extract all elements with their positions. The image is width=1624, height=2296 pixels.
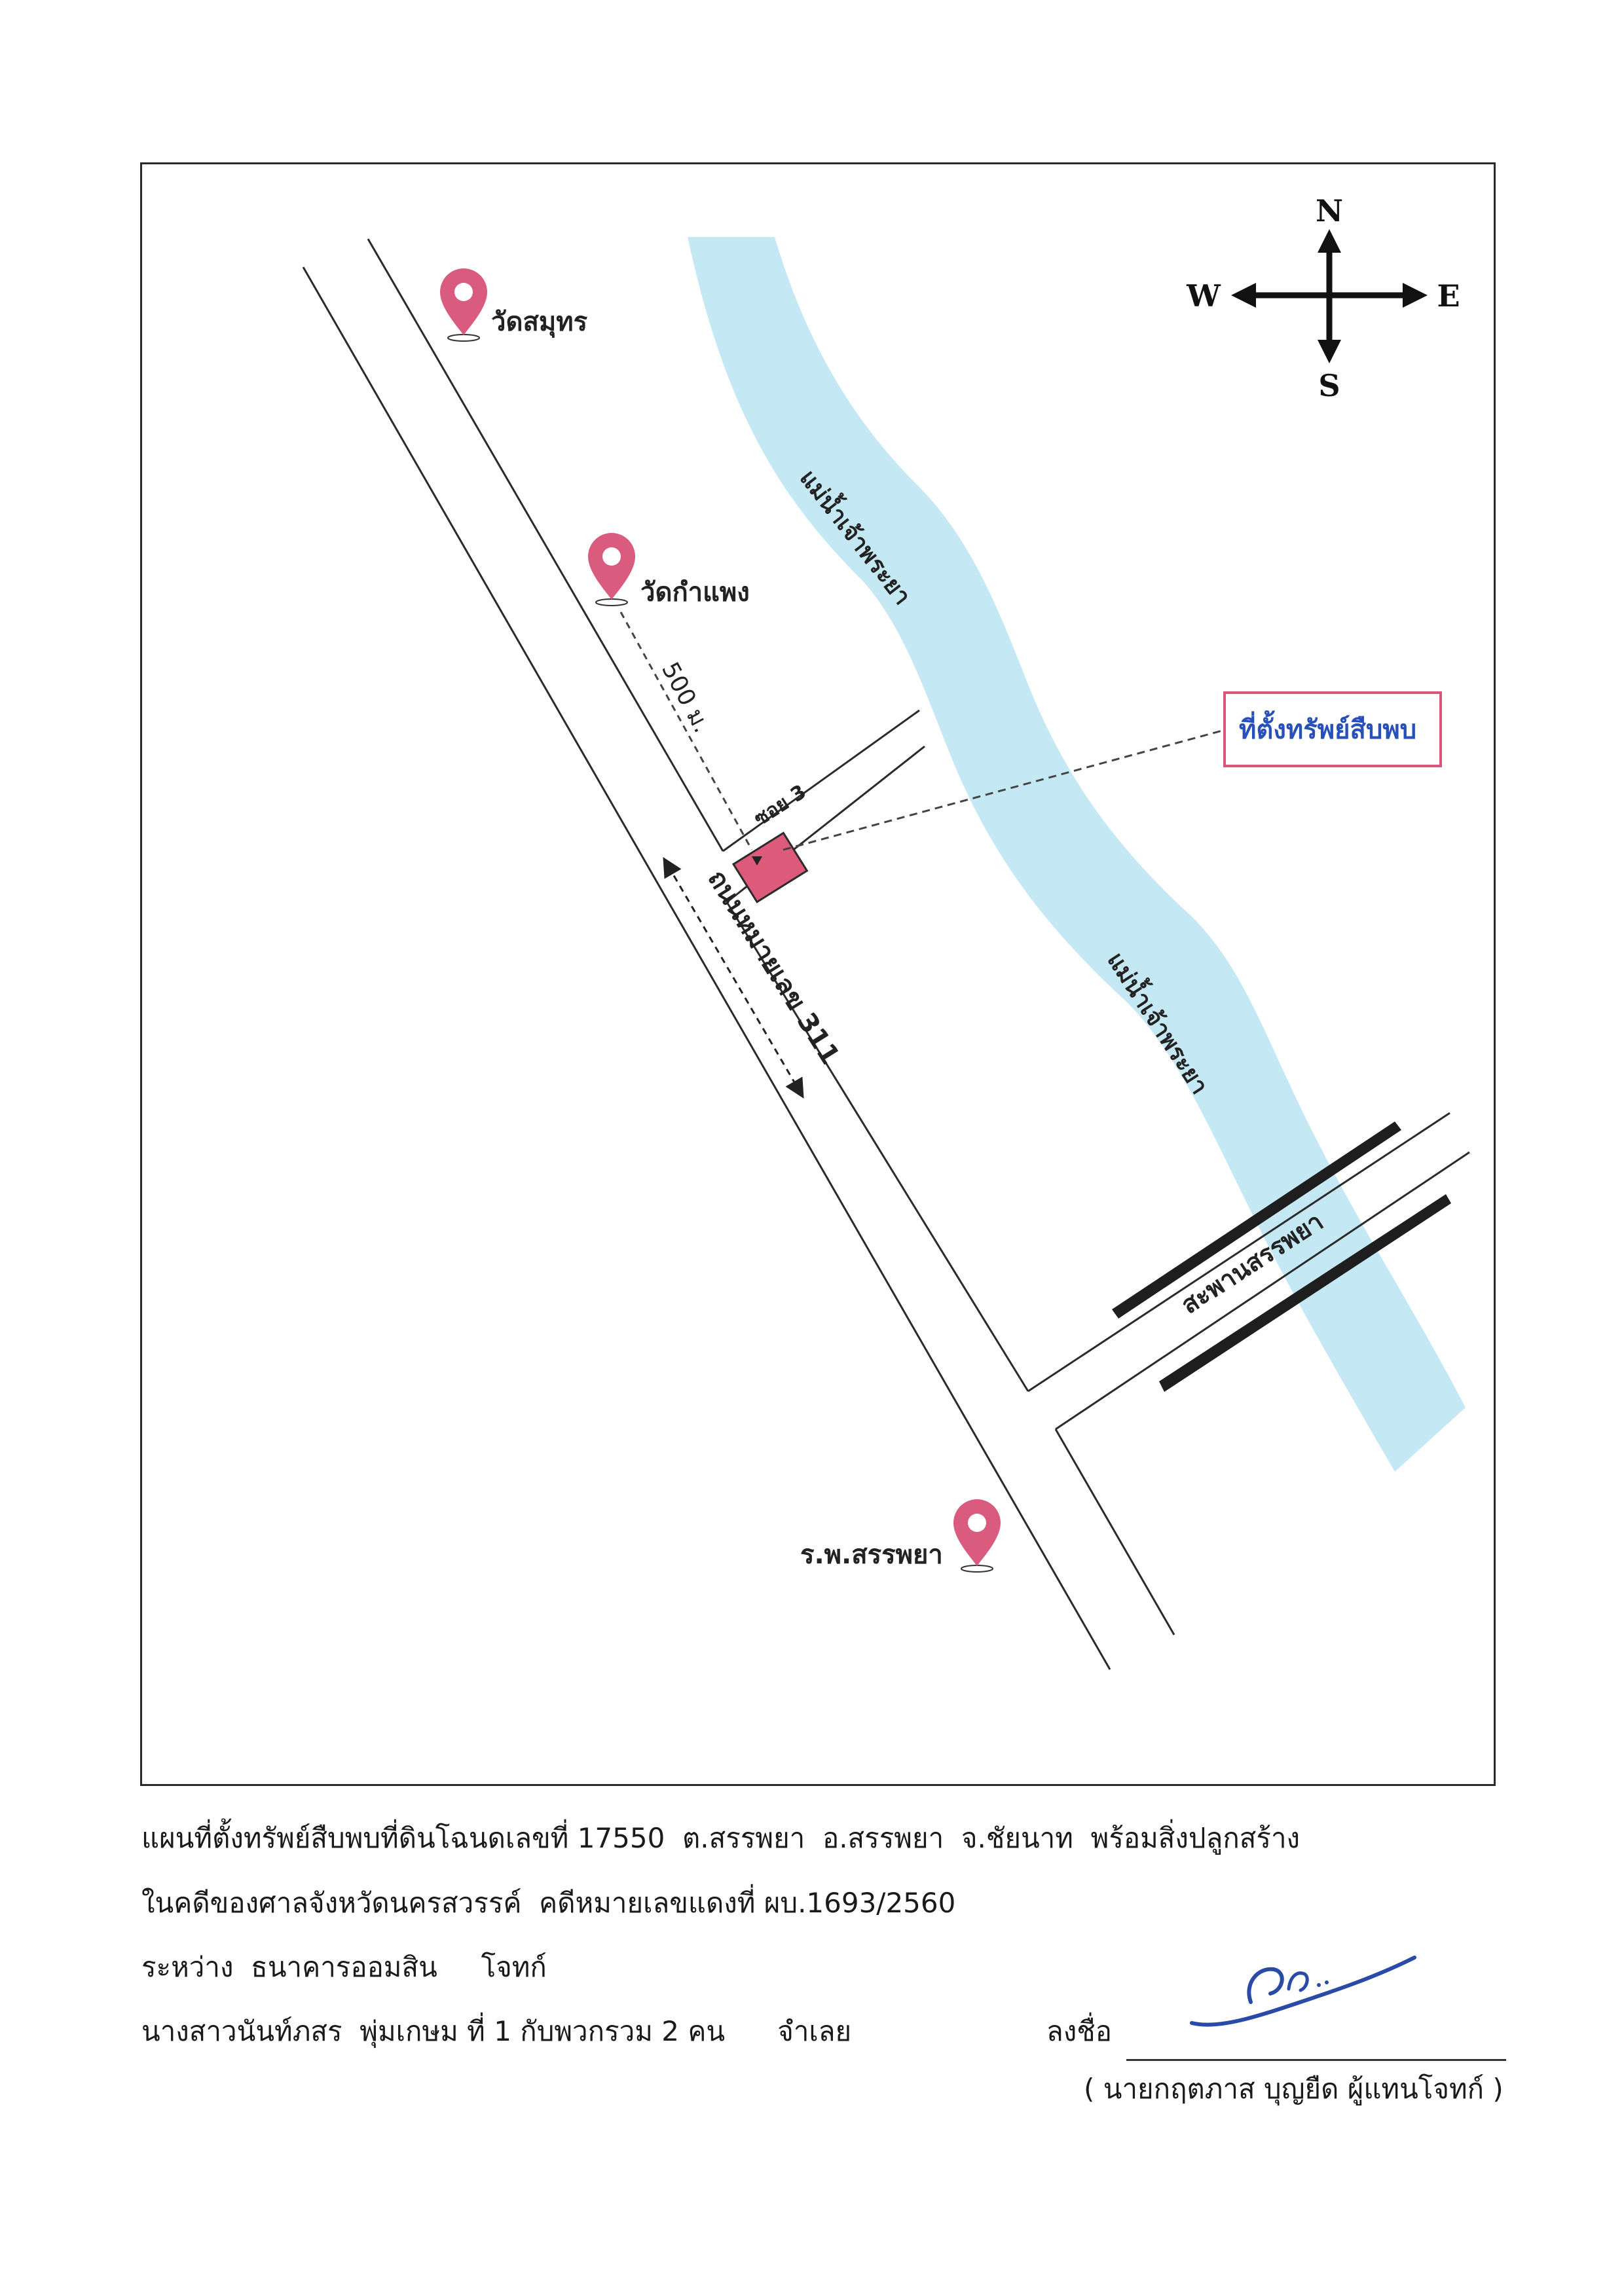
- compass-arrow-icon-west: [1231, 283, 1256, 308]
- compass-rose: [1231, 229, 1428, 363]
- compass-arrow-icon-north: [1318, 229, 1341, 253]
- map-border: [140, 162, 1496, 1786]
- caption-line-1: แผนที่ตั้งทรัพย์สืบพบที่ดินโฉนดเลขที่ 17…: [141, 1822, 1301, 1854]
- bridge-railing-north: [1112, 1121, 1401, 1319]
- compass-label-north: N: [1316, 193, 1343, 228]
- signatory-name: ( นายกฤตภาส บุญยืด ผู้แทนโจทก์ ): [1084, 2073, 1504, 2105]
- distance-line: [619, 611, 753, 850]
- compass-label-south: S: [1318, 368, 1340, 403]
- compass-label-east: E: [1437, 278, 1460, 314]
- river: [688, 237, 1466, 1472]
- signature-label: ลงชื่อ: [1046, 2015, 1112, 2047]
- soi-3-north-edge: [722, 709, 920, 852]
- label-wat-kamphaeng: วัดกำแพง: [640, 577, 750, 608]
- label-property-callout: ที่ตั้งทรัพย์สืบพบ: [1239, 710, 1416, 745]
- bridge-railing-south: [1159, 1194, 1451, 1392]
- compass-label-west: W: [1186, 278, 1221, 314]
- callout-leader-line: [783, 729, 1225, 851]
- road-311-east-edge-far-south: [1054, 1429, 1175, 1635]
- property-callout-box: [1223, 691, 1442, 767]
- bridge-road-south-edge: [1055, 1151, 1470, 1430]
- road-direction-arrow: [663, 857, 804, 1099]
- caption-line-2: ในคดีของศาลจังหวัดนครสวรรค์ คดีหมายเลขแด…: [141, 1887, 956, 1919]
- signature-mark: [1190, 1956, 1416, 2027]
- compass-arrow-icon-south: [1318, 340, 1341, 363]
- caption-line-3: ระหว่าง ธนาคารออมสิน โจทก์: [141, 1951, 547, 1983]
- caption-line-4: นางสาวนันท์ภสร พุ่มเกษม ที่ 1 กับพวกรวม …: [141, 2015, 852, 2047]
- road-311-east-edge: [367, 238, 724, 852]
- compass-arrow-icon-east: [1403, 283, 1428, 308]
- bridge-road-north-edge: [1027, 1112, 1450, 1393]
- label-wat-samut: วัดสมุทร: [491, 307, 588, 338]
- signature-line: [1126, 2059, 1506, 2061]
- label-hospital: ร.พ.สรรพยา: [800, 1540, 943, 1570]
